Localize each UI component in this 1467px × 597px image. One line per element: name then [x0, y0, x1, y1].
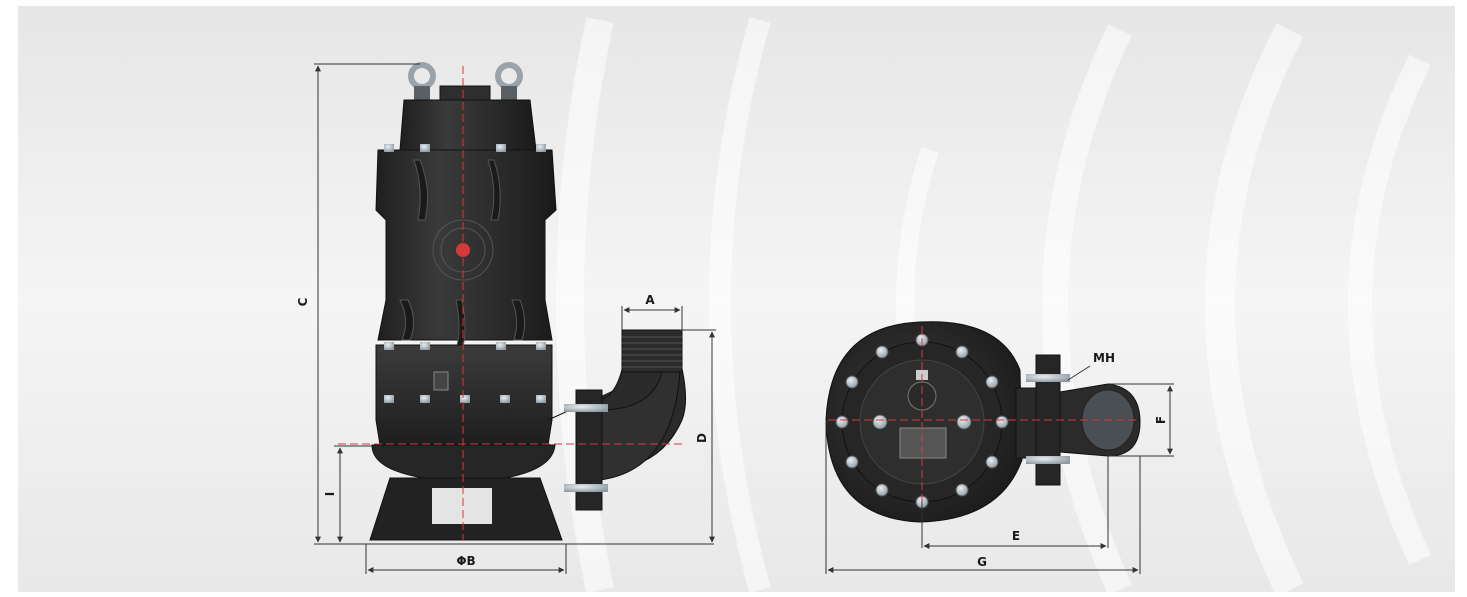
top-view-nameplate	[899, 427, 947, 459]
side-view-pump	[338, 62, 686, 541]
mh-leader-line	[1067, 365, 1091, 381]
label-g: G	[977, 555, 987, 569]
label-b: ΦB	[456, 554, 475, 568]
label-e: E	[1012, 529, 1020, 543]
pipe-flange-bolts	[564, 404, 608, 492]
label-f: F	[1154, 416, 1168, 424]
stand-opening	[432, 488, 492, 524]
side-view-dimensions	[314, 63, 716, 574]
top-view-flange-bolts	[1026, 374, 1070, 464]
top-view-pump	[825, 321, 1141, 548]
lower-flange-bolts	[384, 342, 546, 403]
label-d: D	[695, 433, 709, 443]
label-i: I	[323, 492, 337, 496]
label-mh: MH	[1093, 351, 1115, 365]
top-view-dimensions	[825, 365, 1174, 574]
top-flange-bolts	[384, 144, 546, 152]
background-arcs	[556, 16, 1431, 597]
outlet-threads	[622, 336, 682, 368]
lifting-eye-left	[408, 62, 436, 100]
motor-top-cap	[399, 99, 537, 151]
lifting-eye-right	[495, 62, 523, 100]
label-a: A	[645, 293, 655, 307]
label-c: C	[296, 297, 310, 306]
discharge-outlet	[621, 329, 683, 373]
small-label-plate	[433, 371, 449, 391]
